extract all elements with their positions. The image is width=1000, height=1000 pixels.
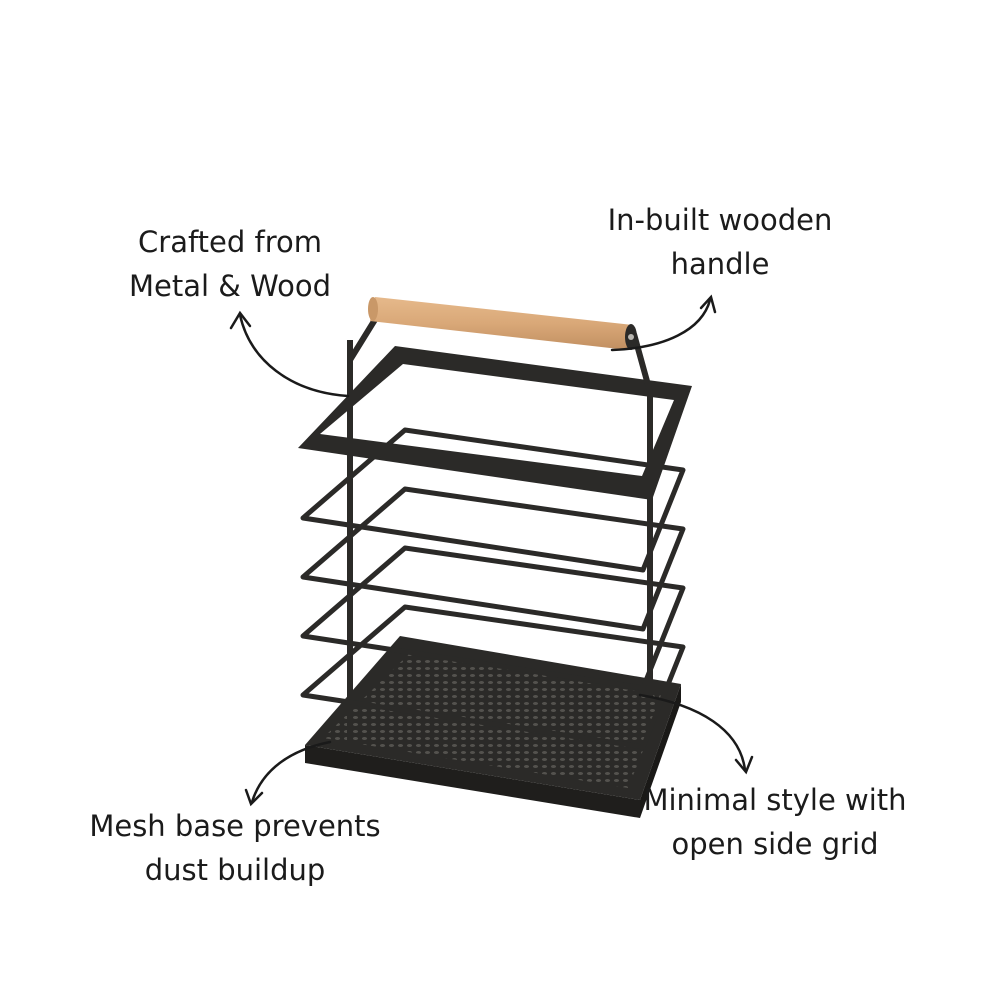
arrow-style xyxy=(638,693,747,772)
open-side-grid xyxy=(300,427,686,750)
callout-material-line2: Metal & Wood xyxy=(129,269,331,303)
arrow-material xyxy=(238,313,350,398)
callout-material-line1: Crafted from xyxy=(138,225,322,259)
callout-handle: In-built wooden handle xyxy=(585,198,855,286)
callout-mesh: Mesh base prevents dust buildup xyxy=(60,804,410,892)
mesh-base-surface xyxy=(323,653,665,788)
top-frame xyxy=(298,346,692,500)
wooden-handle xyxy=(368,297,637,350)
callout-mesh-line1: Mesh base prevents xyxy=(89,809,381,843)
arrow-mesh xyxy=(250,740,332,804)
callout-style-line2: open side grid xyxy=(671,827,879,861)
callout-style: Minimal style with open side grid xyxy=(610,778,940,866)
callout-handle-line1: In-built wooden xyxy=(607,203,833,237)
callout-arrows xyxy=(229,294,754,807)
callout-material: Crafted from Metal & Wood xyxy=(100,220,360,308)
handle-screw xyxy=(628,334,634,340)
callout-style-line1: Minimal style with xyxy=(643,783,907,817)
handle-arms xyxy=(347,316,653,700)
callout-handle-line2: handle xyxy=(670,247,770,281)
arrow-handle xyxy=(610,298,712,352)
callout-mesh-line2: dust buildup xyxy=(144,853,326,887)
